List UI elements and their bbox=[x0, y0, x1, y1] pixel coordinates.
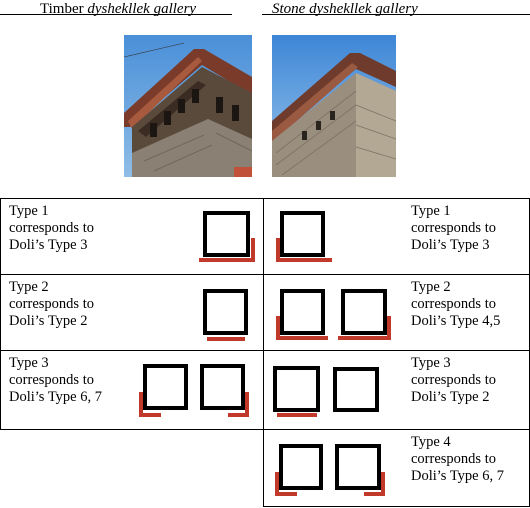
timber-type-2-square bbox=[203, 289, 248, 335]
stone-type-4-text: Type 4 corresponds to Doli’s Type 6, 7 bbox=[411, 434, 504, 484]
row-3-border bbox=[0, 429, 530, 430]
header-rule-right bbox=[262, 14, 530, 15]
stone-type-4-square-left bbox=[279, 444, 323, 490]
timber-type-3-square-right bbox=[200, 364, 245, 410]
timber-type-1-red-base bbox=[199, 258, 255, 262]
stone-gallery-photo bbox=[272, 35, 396, 177]
timber-type-3-text: Type 3 corresponds to Doli’s Type 6, 7 bbox=[9, 355, 102, 405]
timber-type-3-square-left bbox=[143, 364, 188, 410]
stone-type-2-red-right-side bbox=[387, 316, 391, 340]
stone-type-1-square bbox=[280, 211, 325, 257]
stone-type-4-red-right-side bbox=[381, 472, 385, 496]
table-top-border bbox=[0, 198, 530, 199]
timber-gallery-photo bbox=[124, 35, 252, 177]
stone-type-2-red-left-side bbox=[276, 316, 280, 340]
timber-type-1-text: Type 1 corresponds to Doli’s Type 3 bbox=[9, 203, 94, 253]
timber-gallery-heading: Timber dyshekllek gallery bbox=[40, 1, 197, 17]
timber-type-1-red-side bbox=[251, 238, 255, 262]
stone-type-4-red-right-base bbox=[364, 492, 385, 496]
stone-type-1-red-base bbox=[276, 258, 332, 262]
stone-type-2-red-right-base bbox=[338, 336, 391, 340]
timber-type-3-red-right-side bbox=[245, 392, 249, 416]
row-2-border bbox=[0, 350, 530, 351]
timber-type-2-red-base bbox=[207, 337, 245, 341]
stone-type-3-square-right bbox=[333, 367, 379, 412]
timber-type-3-red-right-base bbox=[228, 413, 249, 417]
timber-type-1-square bbox=[203, 211, 250, 257]
header-rule-left bbox=[0, 14, 232, 15]
stone-type-2-text: Type 2 corresponds to Doli’s Type 4,5 bbox=[411, 279, 501, 329]
timber-type-3-red-left-base bbox=[139, 413, 161, 417]
stone-type-3-text: Type 3 corresponds to Doli’s Type 2 bbox=[411, 355, 496, 405]
stone-type-1-red-side bbox=[276, 238, 280, 262]
timber-type-2-text: Type 2 corresponds to Doli’s Type 2 bbox=[9, 279, 94, 329]
stone-type-3-red-base bbox=[277, 413, 317, 417]
table-left-border bbox=[0, 198, 1, 429]
stone-gallery-heading: Stone dyshekllek gallery bbox=[272, 1, 418, 17]
stone-type-2-red-left-base bbox=[276, 336, 328, 340]
row-1-border bbox=[0, 274, 530, 275]
stone-type-4-square-right bbox=[335, 444, 381, 490]
table-center-divider bbox=[263, 198, 264, 507]
stone-type-4-red-left-base bbox=[275, 492, 297, 496]
stone-type-1-text: Type 1 corresponds to Doli’s Type 3 bbox=[411, 203, 496, 253]
stone-type-4-red-left-side bbox=[275, 472, 279, 496]
stone-type-2-square-left bbox=[280, 289, 325, 335]
timber-type-3-red-left-side bbox=[139, 392, 143, 416]
stone-type-2-square-right bbox=[341, 289, 387, 335]
table-bottom-border bbox=[263, 506, 530, 507]
stone-type-3-square-left bbox=[273, 366, 320, 412]
